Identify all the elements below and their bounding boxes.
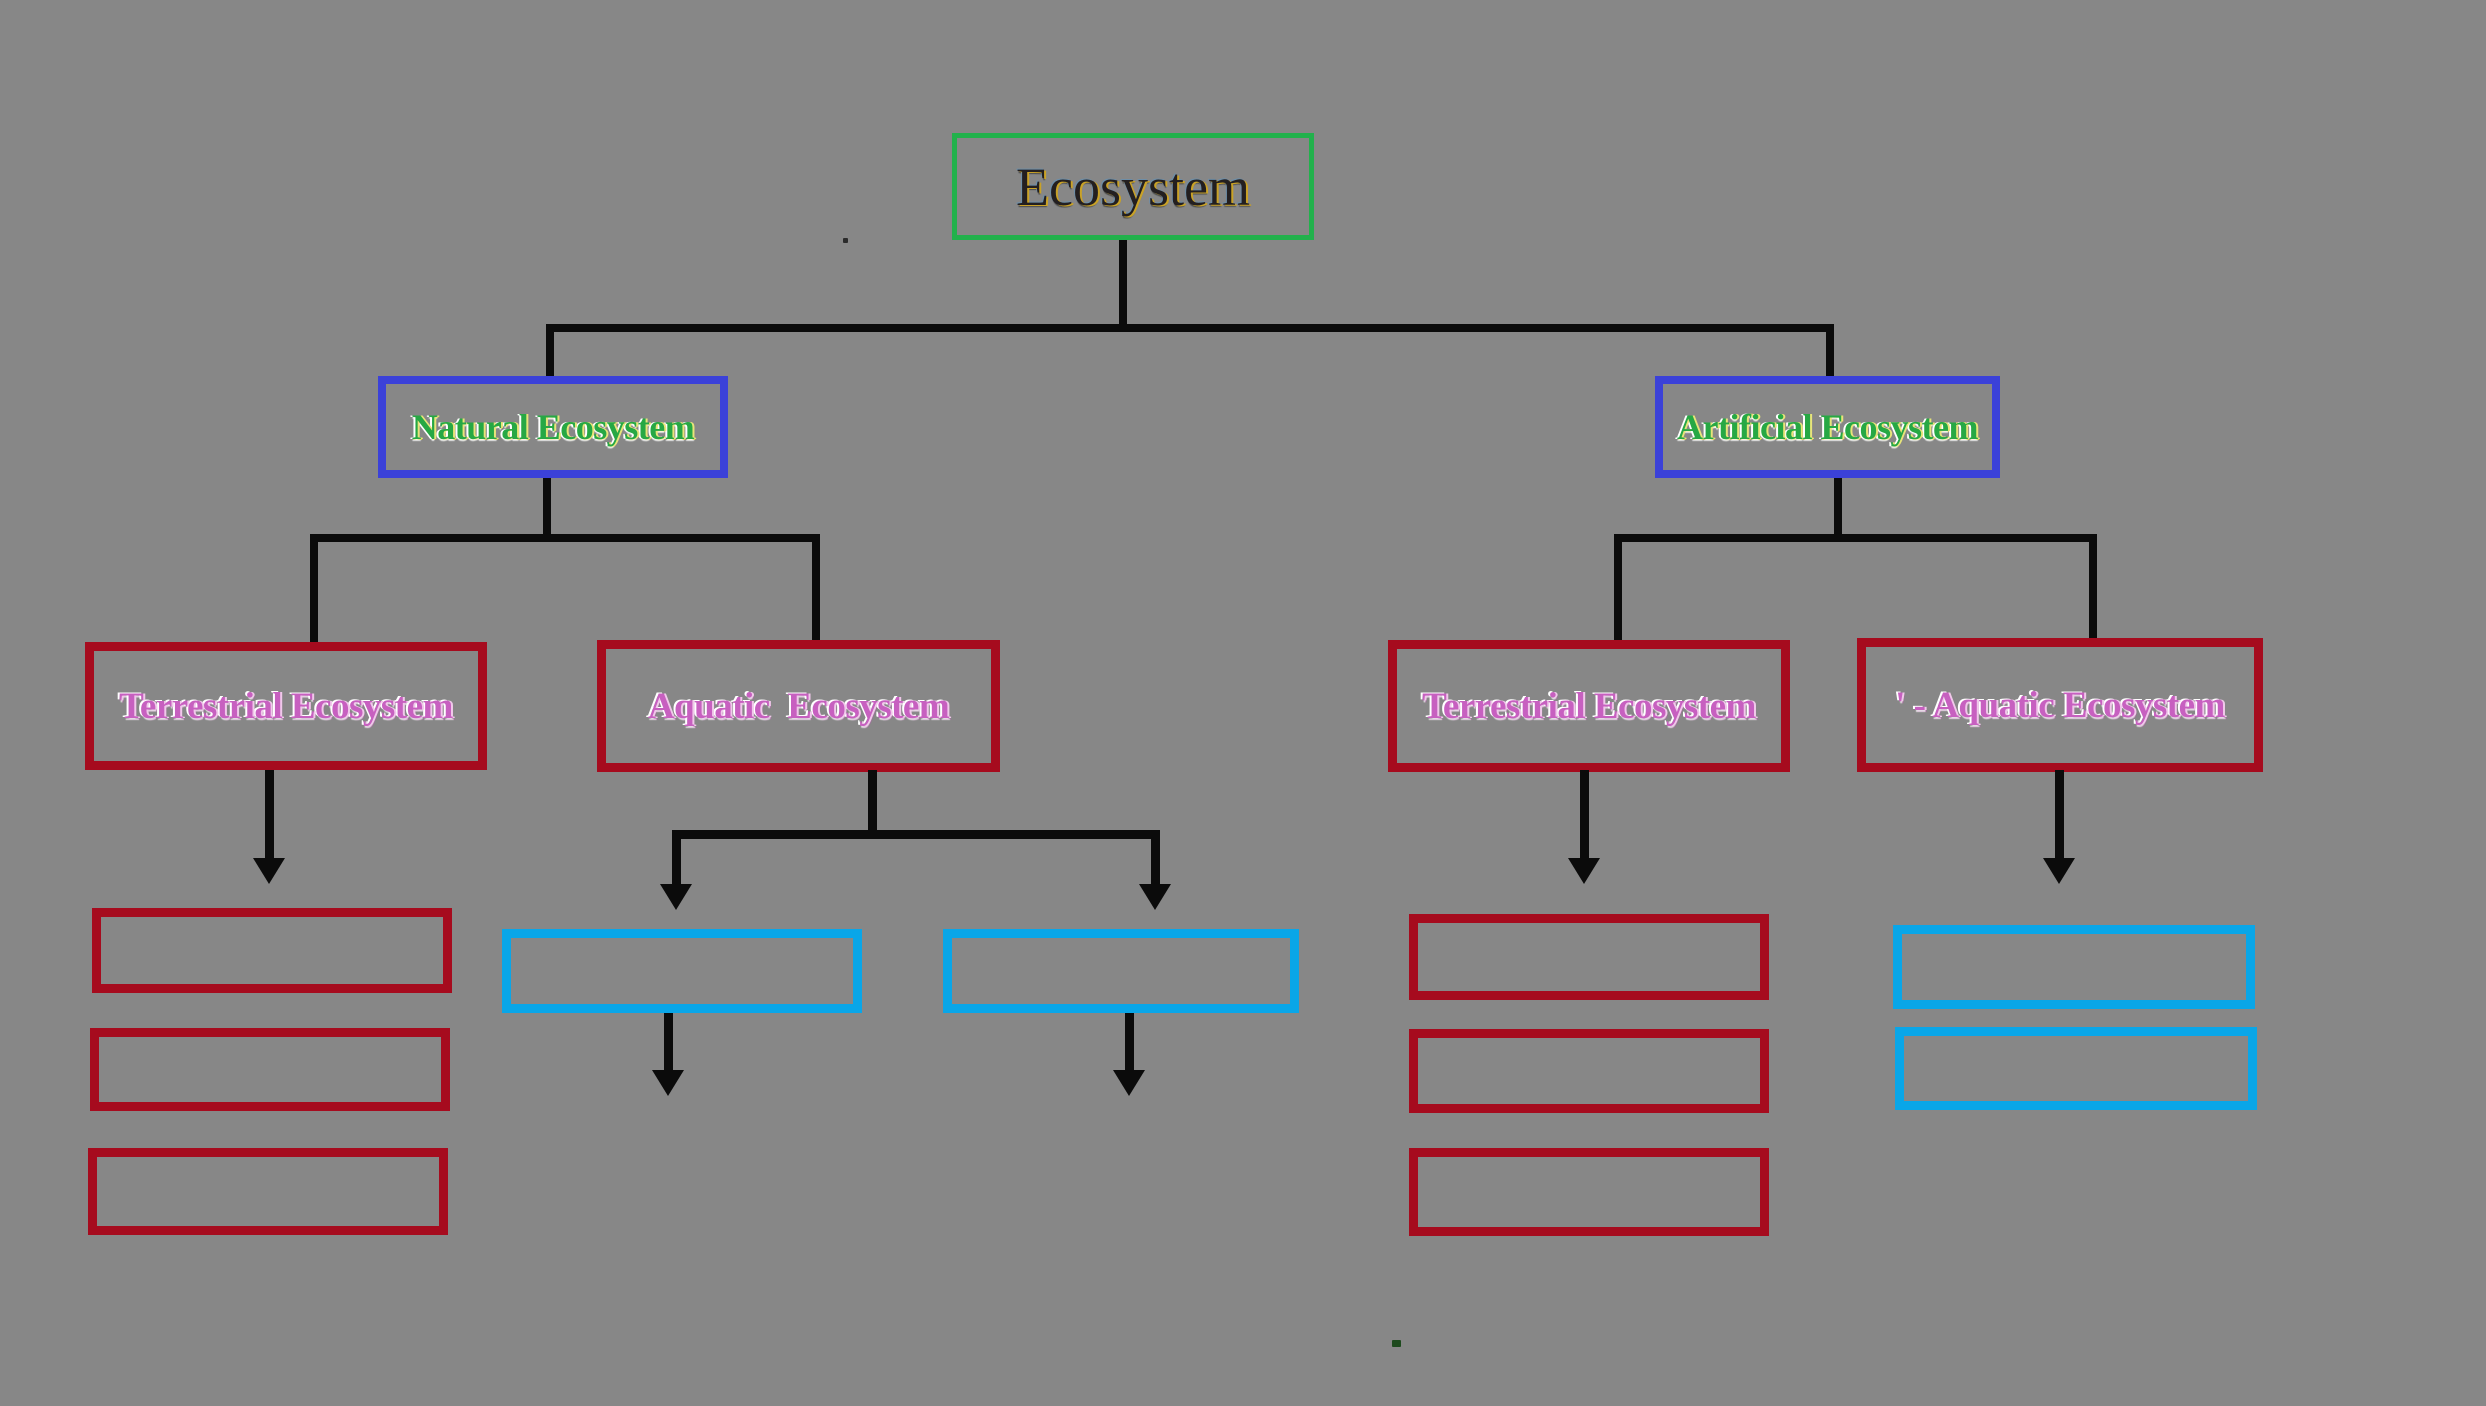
connector-bus-to-artificial bbox=[1826, 324, 1834, 380]
leaf-artificial-terrestrial-1[interactable] bbox=[1409, 914, 1769, 1000]
node-artificial-ecosystem-label: Artificial Ecosystem bbox=[1677, 407, 1978, 447]
leaf-natural-terrestrial-3[interactable] bbox=[88, 1148, 448, 1235]
speck-upper-left-icon bbox=[843, 238, 848, 243]
node-natural-aquatic-ecosystem[interactable]: Aquatic Ecosystem bbox=[597, 640, 1000, 772]
connector-artificial-bus bbox=[1614, 534, 2097, 542]
leaf-natural-aquatic-1[interactable] bbox=[502, 929, 862, 1013]
leaf-artificial-terrestrial-3[interactable] bbox=[1409, 1148, 1769, 1236]
arrowhead-natural-aquatic-left bbox=[660, 884, 692, 910]
node-natural-ecosystem[interactable]: Natural Ecosystem bbox=[378, 376, 728, 478]
connector-natural-to-aquatic bbox=[812, 534, 820, 644]
leaf-artificial-aquatic-2[interactable] bbox=[1895, 1027, 2257, 1110]
speck-lower-center-icon bbox=[1392, 1340, 1401, 1347]
connector-natural-bus bbox=[310, 534, 820, 542]
connector-artificial-aquatic-arrow-shaft bbox=[2055, 770, 2064, 865]
connector-artificial-terrestrial-arrow-shaft bbox=[1580, 770, 1589, 865]
connector-root-stem bbox=[1119, 240, 1127, 330]
connector-natural-terrestrial-arrow-shaft bbox=[265, 770, 274, 865]
arrowhead-leaf-natural-aquatic-1-out bbox=[652, 1070, 684, 1096]
connector-artificial-to-terrestrial bbox=[1614, 534, 1622, 644]
connector-natural-aquatic-right-shaft bbox=[1151, 830, 1160, 890]
node-natural-terrestrial-ecosystem[interactable]: Terrestrial Ecosystem bbox=[85, 642, 487, 770]
leaf-natural-terrestrial-2[interactable] bbox=[90, 1028, 450, 1111]
node-artificial-ecosystem[interactable]: Artificial Ecosystem bbox=[1655, 376, 2000, 478]
arrowhead-natural-aquatic-right bbox=[1139, 884, 1171, 910]
node-ecosystem-label: Ecosystem bbox=[1016, 156, 1250, 217]
connector-bus-to-natural bbox=[546, 324, 554, 380]
node-natural-ecosystem-label: Natural Ecosystem bbox=[411, 407, 695, 447]
node-natural-aquatic-ecosystem-label: Aquatic Ecosystem bbox=[647, 685, 950, 727]
arrowhead-artificial-aquatic bbox=[2043, 858, 2075, 884]
connector-natural-aquatic-stem bbox=[868, 770, 877, 836]
connector-level2-bus bbox=[546, 324, 1834, 332]
arrowhead-artificial-terrestrial bbox=[1568, 858, 1600, 884]
leaf-natural-aquatic-2[interactable] bbox=[943, 929, 1299, 1013]
node-natural-terrestrial-ecosystem-label: Terrestrial Ecosystem bbox=[119, 685, 453, 727]
connector-natural-to-terrestrial bbox=[310, 534, 318, 644]
node-artificial-aquatic-ecosystem[interactable]: ' - Aquatic Ecosystem bbox=[1857, 638, 2263, 772]
connector-artificial-stem bbox=[1834, 478, 1842, 538]
node-artificial-terrestrial-ecosystem-label: Terrestrial Ecosystem bbox=[1422, 685, 1756, 727]
node-artificial-terrestrial-ecosystem[interactable]: Terrestrial Ecosystem bbox=[1388, 640, 1790, 772]
node-artificial-aquatic-ecosystem-label: ' - Aquatic Ecosystem bbox=[1895, 684, 2225, 726]
leaf-artificial-aquatic-1[interactable] bbox=[1893, 925, 2255, 1009]
arrowhead-natural-terrestrial bbox=[253, 858, 285, 884]
connector-leaf-natural-aquatic-1-out-shaft bbox=[664, 1013, 673, 1079]
node-ecosystem[interactable]: Ecosystem bbox=[952, 133, 1314, 240]
leaf-natural-terrestrial-1[interactable] bbox=[92, 908, 452, 993]
connector-artificial-to-aquatic bbox=[2089, 534, 2097, 644]
leaf-artificial-terrestrial-2[interactable] bbox=[1409, 1029, 1769, 1113]
connector-natural-aquatic-left-shaft bbox=[672, 830, 681, 890]
arrowhead-leaf-natural-aquatic-2-out bbox=[1113, 1070, 1145, 1096]
connector-leaf-natural-aquatic-2-out-shaft bbox=[1125, 1013, 1134, 1079]
connector-natural-stem bbox=[543, 478, 551, 538]
connector-natural-aquatic-bus bbox=[672, 830, 1160, 839]
